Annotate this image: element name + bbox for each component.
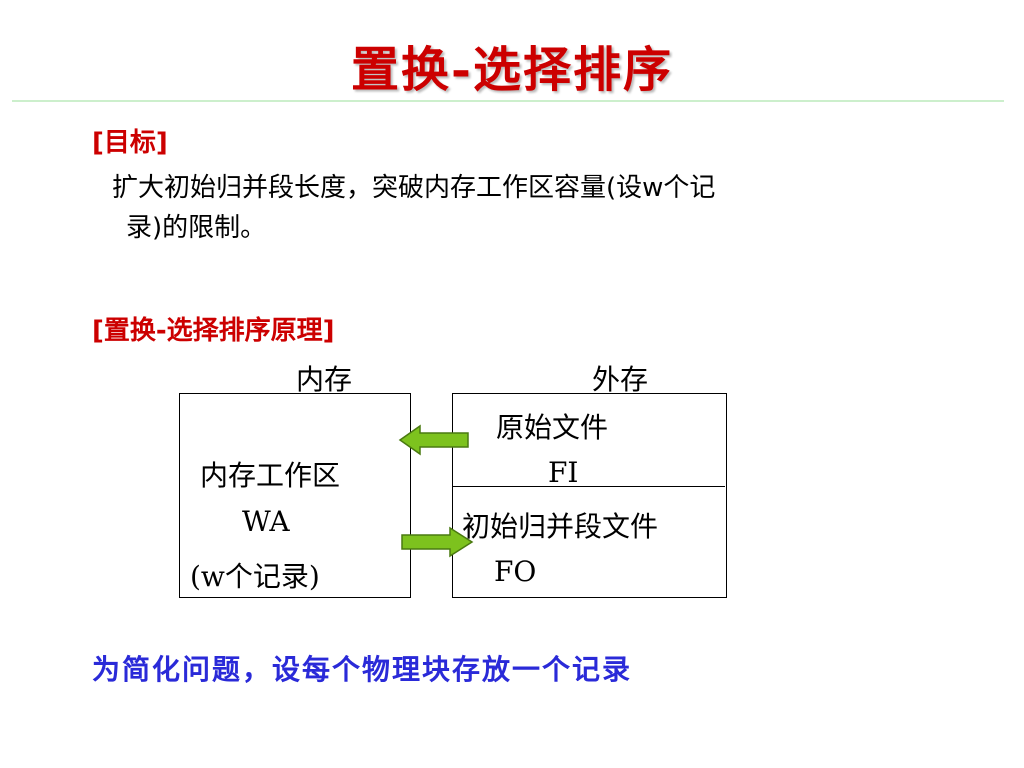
output-file-label: 初始归并段文件	[462, 510, 659, 543]
work-area-abbr: WA	[242, 505, 290, 538]
goal-heading: [目标]	[92, 128, 168, 158]
slide-title: 置换-选择排序	[351, 42, 673, 98]
goal-description: 扩大初始归并段长度，突破内存工作区容量(设w个记 录)的限制。	[112, 168, 912, 248]
work-area-capacity: (w个记录)	[190, 560, 320, 593]
principle-heading: [置换-选择排序原理]	[92, 316, 335, 346]
simplification-note: 为简化问题，设每个物理块存放一个记录	[92, 653, 633, 686]
title-divider	[12, 100, 1004, 102]
input-file-label: 原始文件	[496, 411, 609, 444]
external-files-box	[452, 393, 727, 598]
write-output-arrow-icon	[401, 526, 474, 558]
goal-line-1: 扩大初始归并段长度，突破内存工作区容量(设w个记	[112, 173, 716, 203]
input-file-abbr: FI	[548, 456, 579, 489]
output-file-abbr: FO	[494, 555, 537, 588]
external-storage-label: 外存	[592, 363, 649, 396]
goal-line-2: 录)的限制。	[126, 213, 267, 243]
work-area-label: 内存工作区	[200, 459, 341, 492]
read-input-arrow-icon	[398, 424, 469, 456]
work-area-box	[179, 393, 411, 598]
memory-label: 内存	[296, 363, 353, 396]
external-files-divider	[452, 486, 725, 487]
